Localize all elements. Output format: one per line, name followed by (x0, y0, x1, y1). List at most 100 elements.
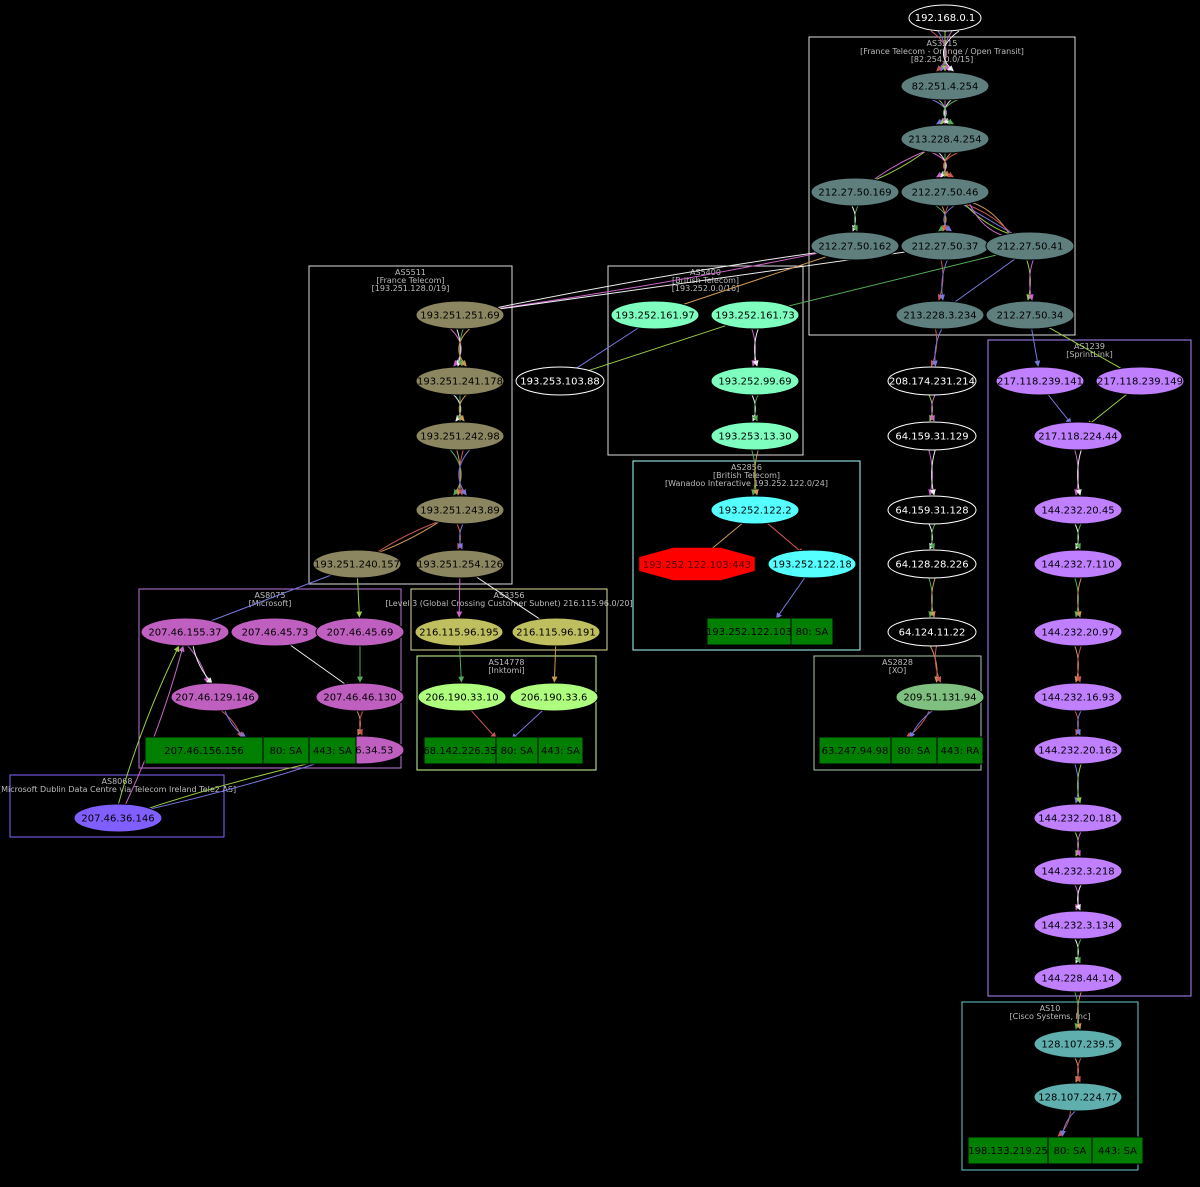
hop-node[interactable]: 212.27.50.169 (810, 177, 900, 207)
route-edge (943, 30, 960, 72)
hop-label: 212.27.50.169 (818, 188, 891, 199)
hop-node[interactable]: 217.118.239.141 (995, 366, 1085, 396)
hop-shape (415, 549, 505, 579)
hop-node[interactable]: 209.51.131.94 (895, 682, 985, 712)
hop-shape (995, 366, 1085, 396)
hop-node[interactable]: 193.252.122.2 (710, 495, 800, 525)
hop-node[interactable]: 206.190.33.6 (509, 682, 599, 712)
route-edge (117, 645, 180, 806)
hop-node[interactable]: 128.107.224.77 (1033, 1082, 1123, 1112)
as-cluster: AS8075[Microsoft] (138, 588, 402, 769)
cluster-label: AS10 (1040, 1004, 1061, 1013)
hop-node[interactable]: 212.27.50.46 (900, 177, 990, 207)
target-cell (495, 736, 539, 765)
hop-node[interactable]: 193.251.251.69 (415, 300, 505, 330)
hop-node[interactable]: 216.115.96.191 (511, 617, 601, 647)
hop-label: 207.46.36.146 (81, 814, 154, 825)
route-edge (456, 576, 463, 618)
route-edge (766, 248, 1021, 313)
hop-node[interactable]: 64.124.11.22 (887, 617, 977, 647)
route-edge (458, 448, 471, 496)
hop-node[interactable]: 212.27.50.162 (810, 231, 900, 261)
hop-shape (1033, 1029, 1123, 1059)
route-edge (282, 639, 351, 689)
hop-node[interactable]: 144.228.44.14 (1033, 963, 1123, 993)
hop-shape (315, 682, 405, 712)
hop-node[interactable]: 212.27.50.34 (985, 300, 1075, 330)
hop-node[interactable]: 144.232.20.97 (1033, 617, 1123, 647)
route-edge (467, 706, 497, 739)
hop-node[interactable]: 144.232.16.93 (1033, 682, 1123, 712)
hop-node[interactable]: 213.228.4.254 (900, 124, 990, 154)
hop-node[interactable]: 82.251.4.254 (900, 71, 990, 101)
hop-node[interactable]: 64.159.31.129 (887, 421, 977, 451)
route-edge (551, 644, 558, 683)
hop-node[interactable]: 144.232.20.181 (1033, 803, 1123, 833)
route-edge (357, 709, 364, 736)
hop-shape (887, 549, 977, 579)
hop-label: 206.190.33.6 (521, 693, 588, 704)
hop-node[interactable]: 207.46.155.37 (140, 617, 230, 647)
hop-node[interactable]: 128.107.239.5 (1033, 1029, 1123, 1059)
hop-node[interactable]: 207.46.46.130 (315, 682, 405, 712)
hop-node[interactable]: 193.251.243.89 (415, 495, 505, 525)
hop-node[interactable]: 193.251.254.126 (415, 549, 505, 579)
hop-node[interactable]: 193.251.241.178 (415, 366, 505, 396)
hop-node[interactable]: 193.251.240.157 (312, 549, 402, 579)
hop-node[interactable]: 216.115.96.195 (414, 617, 504, 647)
hop-node[interactable]: 212.27.50.41 (985, 231, 1075, 261)
hop-node[interactable]: 193.252.99.69 (710, 366, 800, 396)
route-edge (1075, 709, 1082, 736)
hop-node[interactable]: 207.46.129.146 (170, 682, 260, 712)
hop-node[interactable]: 144.232.20.163 (1033, 735, 1123, 765)
hop-node[interactable]: 193.252.122.103:443 (639, 547, 755, 581)
hop-node[interactable]: 193.252.122.18 (767, 549, 857, 579)
hop-node[interactable]: 207.46.45.69 (315, 617, 405, 647)
hop-node[interactable]: 208.174.231.214 (887, 366, 977, 396)
route-edge (458, 393, 468, 422)
target-cell-label: 63.247.94.98 (822, 746, 889, 757)
hop-node[interactable]: 144.232.20.45 (1033, 495, 1123, 525)
hop-node[interactable]: 144.232.7.110 (1033, 549, 1123, 579)
hop-node[interactable]: 144.232.3.134 (1033, 910, 1123, 940)
hop-node[interactable]: 193.253.103.88 (515, 366, 605, 396)
hop-node[interactable]: 206.190.33.10 (417, 682, 507, 712)
hop-node[interactable]: 64.159.31.128 (887, 495, 977, 525)
hop-node[interactable]: 213.228.3.234 (895, 300, 985, 330)
route-edge (216, 707, 243, 739)
route-edge (449, 448, 462, 496)
hop-node[interactable]: 193.252.161.97 (610, 300, 700, 330)
target-cell-label: 80: SA (796, 627, 829, 638)
as-cluster: AS2856[British Telecom][Wanadoo Interact… (632, 460, 861, 651)
as-cluster: AS14778[Inktomi] (416, 655, 597, 771)
hop-node[interactable]: 193.252.161.73 (710, 300, 800, 330)
hop-label: 193.251.241.178 (417, 377, 503, 388)
as-clusters: AS3215[France Telecom - Orange / Open Tr… (0, 36, 1192, 1171)
hop-shape (895, 682, 985, 712)
hop-node[interactable]: 207.46.45.73 (230, 617, 320, 647)
route-edge (364, 515, 448, 559)
route-edge (457, 522, 464, 550)
hop-node[interactable]: 207.46.36.146 (73, 803, 163, 833)
hop-node[interactable]: 144.232.3.218 (1033, 856, 1123, 886)
hop-node[interactable]: 217.118.239.149 (1095, 366, 1185, 396)
target-cell (967, 1136, 1049, 1165)
target-cell (706, 617, 792, 646)
cluster-label: AS3215 (927, 39, 958, 48)
cluster-label: AS5511 (395, 268, 426, 277)
hop-node[interactable]: 193.251.242.98 (415, 421, 505, 451)
source-node[interactable]: 192.168.0.1 (908, 4, 982, 32)
hop-node[interactable]: 217.118.224.44 (1033, 421, 1123, 451)
hop-label: 207.46.155.37 (148, 628, 221, 639)
hop-node[interactable]: 212.27.50.37 (900, 231, 990, 261)
cluster-label: AS2856 (731, 463, 762, 472)
route-edge (1075, 644, 1082, 683)
hop-node[interactable]: 64.128.28.226 (887, 549, 977, 579)
hop-shape (1033, 963, 1123, 993)
hop-node[interactable]: 193.253.13.30 (710, 421, 800, 451)
